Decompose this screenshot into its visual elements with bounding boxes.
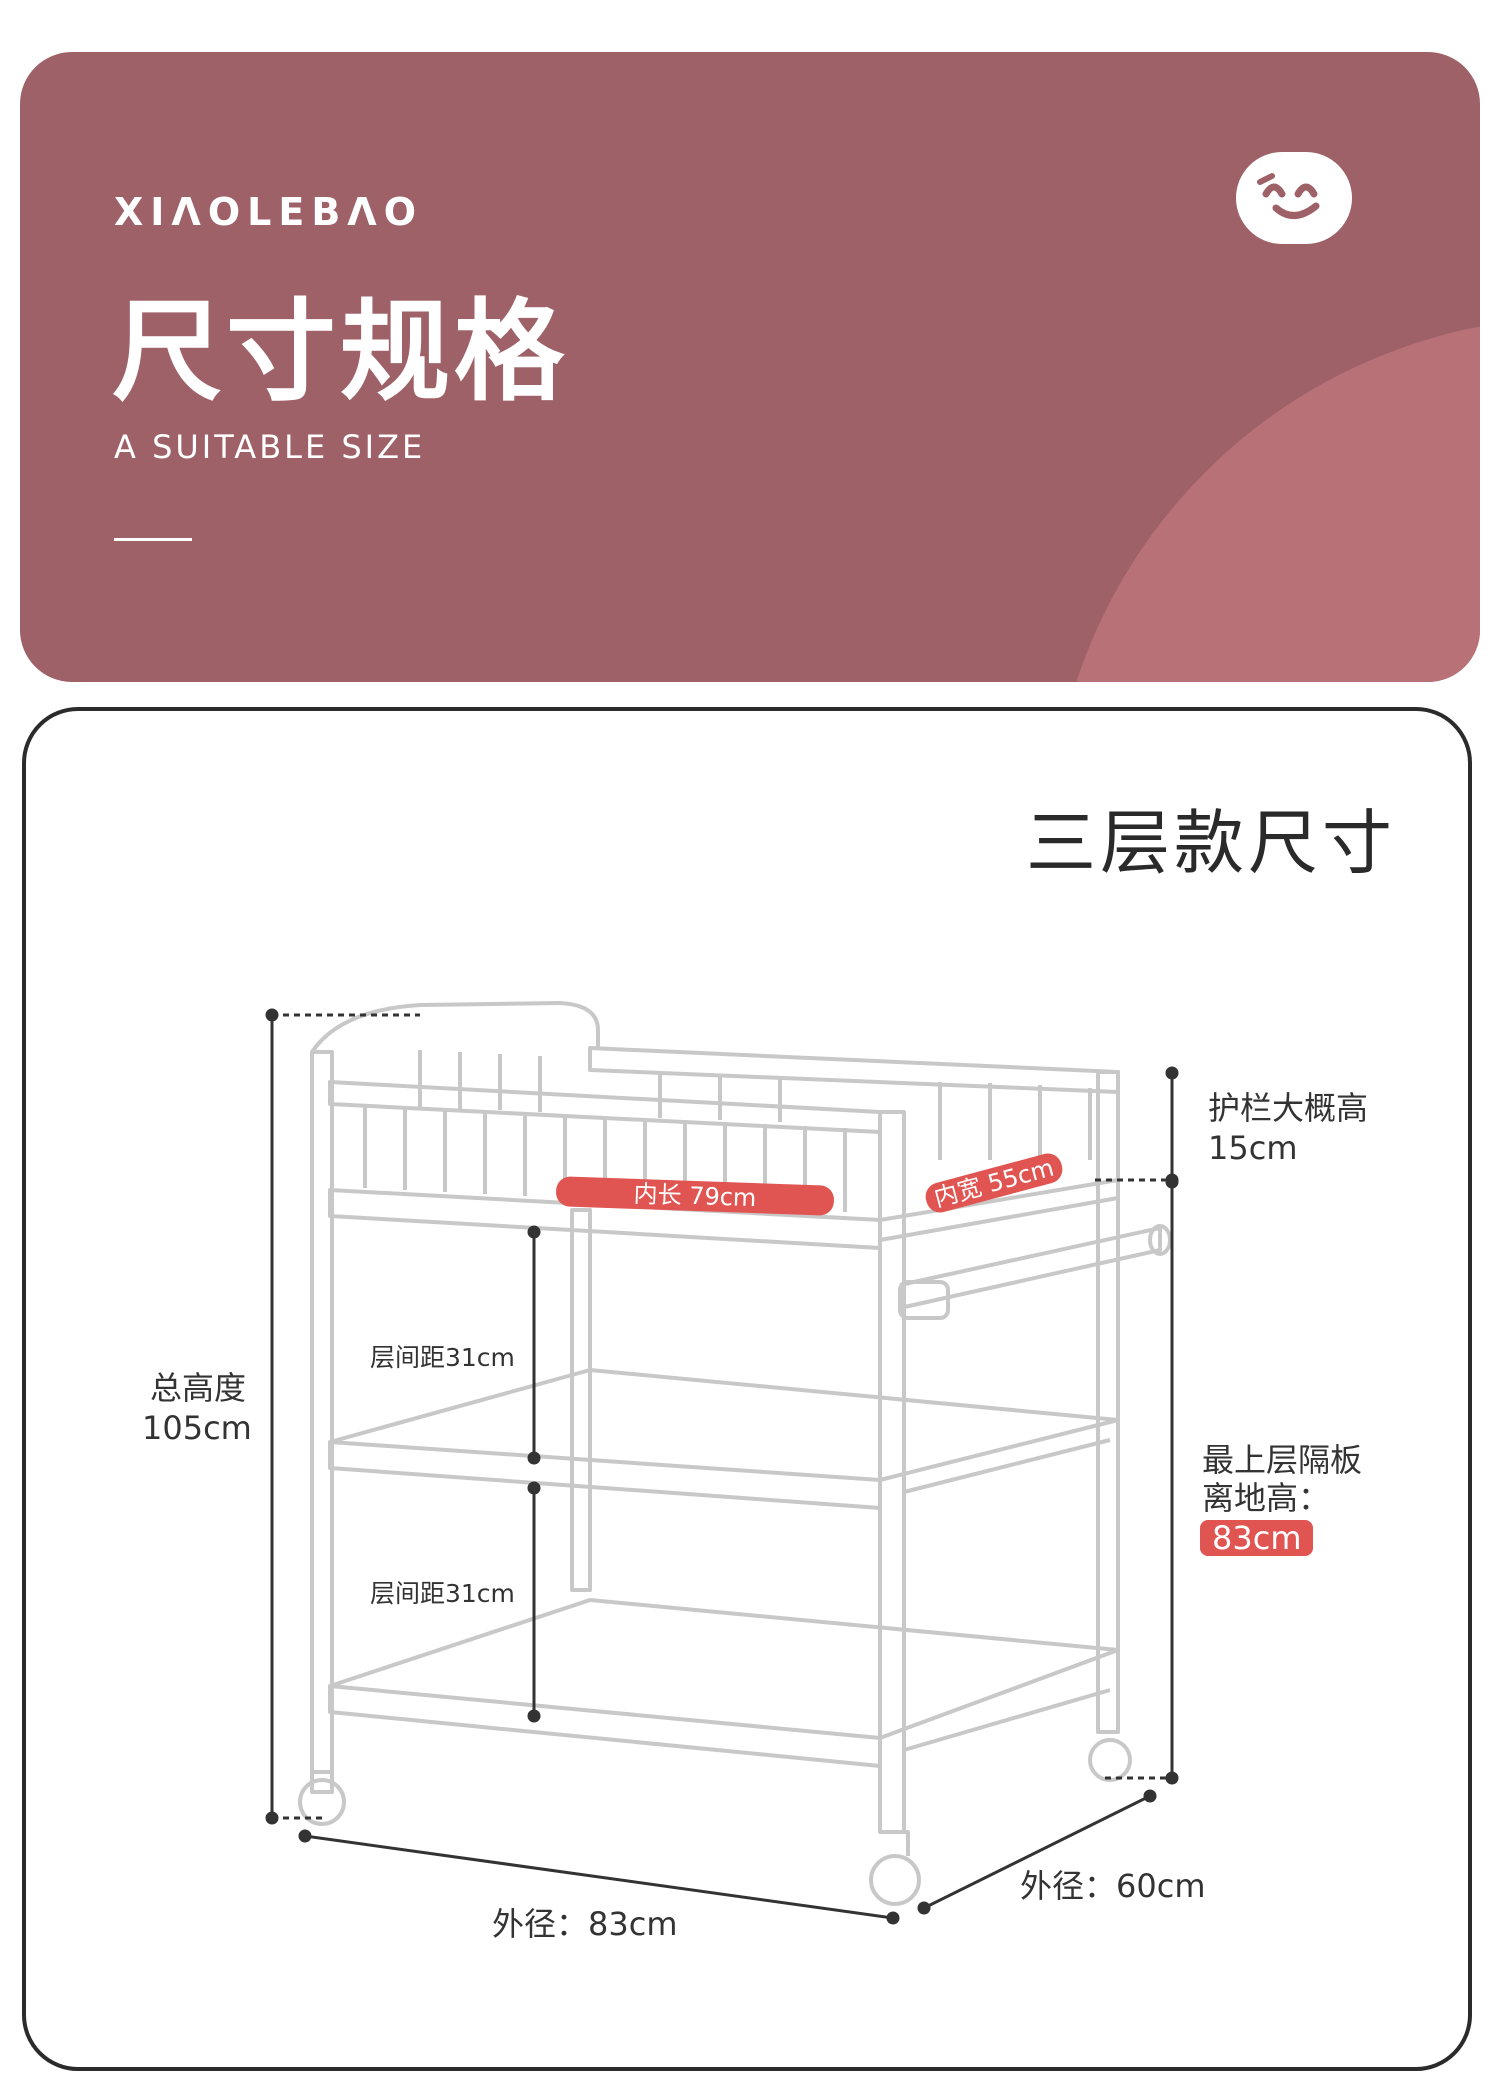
outer-width-label: 外径：60cm	[1020, 1867, 1206, 1905]
changing-table-outline	[298, 1001, 1172, 1906]
variant-title: 三层款尺寸	[1026, 802, 1396, 884]
top-shelf-value: 83cm	[1200, 1518, 1314, 1558]
page-title: 尺寸规格	[112, 288, 568, 416]
top-shelf-label-line1: 最上层隔板	[1202, 1441, 1363, 1479]
total-height-value: 105cm	[142, 1409, 252, 1447]
shelf-gap-label-1: 层间距31cm	[370, 1343, 515, 1372]
page-subtitle: A SUITABLE SIZE	[114, 428, 426, 466]
smiley-face-icon	[1236, 152, 1352, 244]
top-shelf-label-line2: 离地高：	[1202, 1479, 1331, 1517]
dimension-panel	[22, 707, 1472, 2071]
rail-height-label: 护栏大概高	[1208, 1089, 1369, 1127]
dimension-lines	[265, 1008, 1179, 1925]
shelf-gap-label-2: 层间距31cm	[370, 1579, 515, 1608]
total-height-label: 总高度	[150, 1369, 247, 1407]
header-banner: XIΛOLEBΛO 尺寸规格 A SUITABLE SIZE	[20, 52, 1480, 682]
title-underline	[114, 538, 192, 541]
rail-height-value: 15cm	[1208, 1129, 1298, 1167]
outer-length-label: 外径：83cm	[492, 1905, 678, 1943]
top-shelf-value-badge: 83cm	[1200, 1520, 1314, 1556]
brand-name: XIΛOLEBΛO	[114, 190, 423, 234]
